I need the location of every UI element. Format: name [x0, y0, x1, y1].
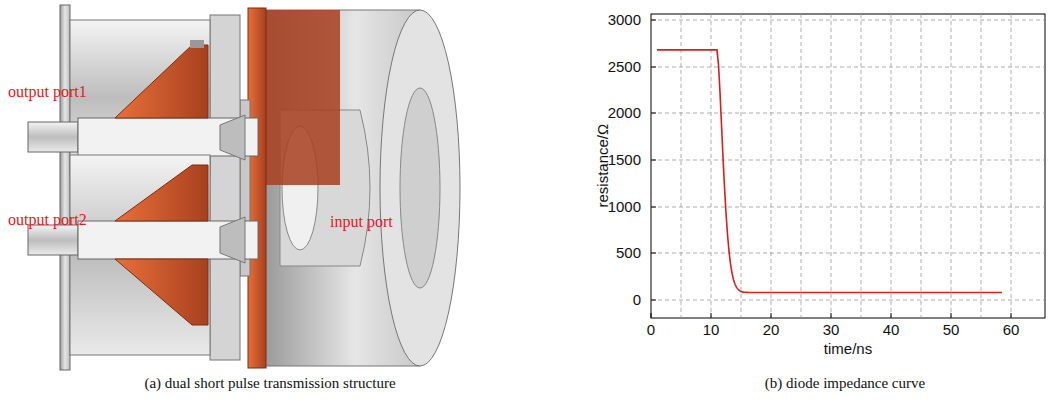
y-tick: 2500	[608, 58, 641, 75]
y-tick: 1500	[608, 151, 641, 168]
x-tick: 30	[823, 321, 840, 338]
y-tick: 1000	[608, 198, 641, 215]
x-tick: 0	[647, 321, 655, 338]
x-tick: 10	[703, 321, 720, 338]
figure-caption: (b) diode impedance curve	[765, 375, 925, 392]
y-tick: 0	[633, 291, 641, 308]
part-label: input port	[330, 213, 393, 231]
impedance-curve	[657, 50, 1002, 293]
y-tick: 3000	[608, 11, 641, 28]
x-tick: 60	[1003, 321, 1020, 338]
part-label: output port2	[8, 211, 87, 229]
part-label: output port1	[8, 83, 87, 101]
x-axis-title: time/ns	[824, 340, 872, 357]
figure-caption: (a) dual short pulse transmission struct…	[144, 375, 395, 392]
x-tick: 20	[763, 321, 780, 338]
x-tick: 40	[883, 321, 900, 338]
y-tick: 2000	[608, 104, 641, 121]
y-tick: 500	[616, 244, 641, 261]
x-tick: 50	[943, 321, 960, 338]
y-axis-title: resistance/Ω	[594, 124, 611, 208]
